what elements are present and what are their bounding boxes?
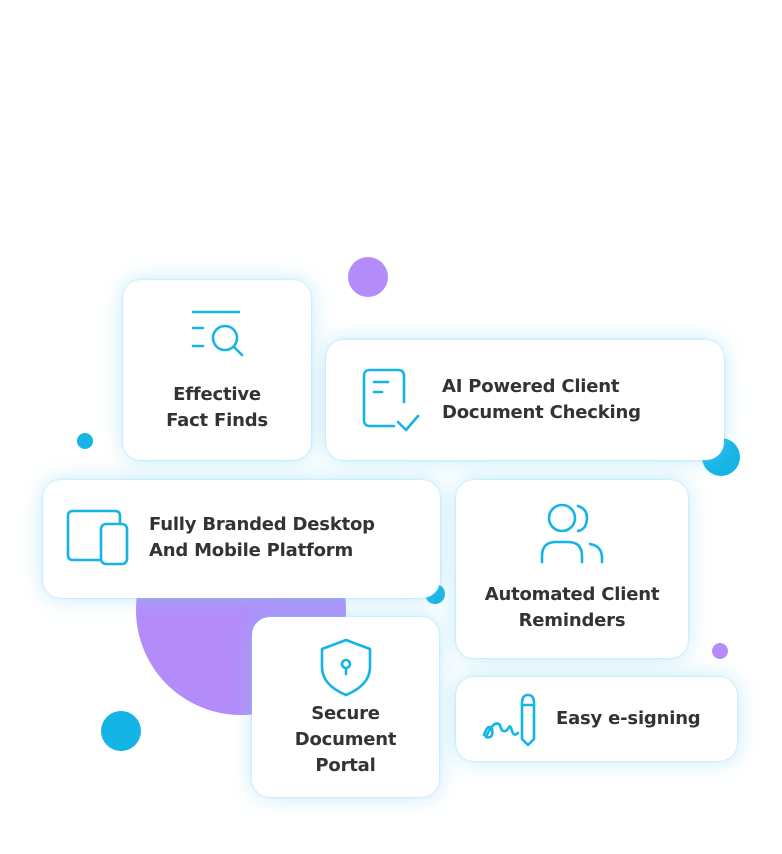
purple-dot-small-right — [712, 643, 728, 659]
signature-pen-icon — [480, 689, 542, 747]
esigning-label: Easy e-signing — [556, 708, 701, 729]
card-fact-finds[interactable]: Effective Fact Finds — [123, 280, 311, 460]
document-check-icon — [360, 368, 422, 434]
card-portal[interactable]: Secure Document Portal — [252, 617, 439, 797]
card-reminders[interactable]: Automated Client Reminders — [456, 480, 688, 658]
search-list-icon — [187, 308, 247, 360]
portal-label: Secure Document Portal — [294, 703, 397, 776]
reminders-label: Automated Client Reminders — [484, 584, 660, 631]
branded-platform-label: Fully Branded Desktop And Mobile Platfor… — [149, 514, 375, 561]
shield-lock-icon — [316, 637, 376, 699]
blue-dot-small-left — [77, 433, 93, 449]
purple-dot-top — [348, 257, 388, 297]
card-branded-platform[interactable]: Fully Branded Desktop And Mobile Platfor… — [43, 480, 440, 598]
ai-checking-label: AI Powered Client Document Checking — [442, 376, 641, 423]
users-icon — [538, 500, 608, 566]
devices-icon — [65, 508, 131, 568]
card-esigning[interactable]: Easy e-signing — [456, 677, 737, 761]
blue-dot-bottom-left — [101, 711, 141, 751]
card-ai-checking[interactable]: AI Powered Client Document Checking — [326, 340, 724, 460]
fact-finds-label: Effective Fact Finds — [166, 384, 268, 431]
